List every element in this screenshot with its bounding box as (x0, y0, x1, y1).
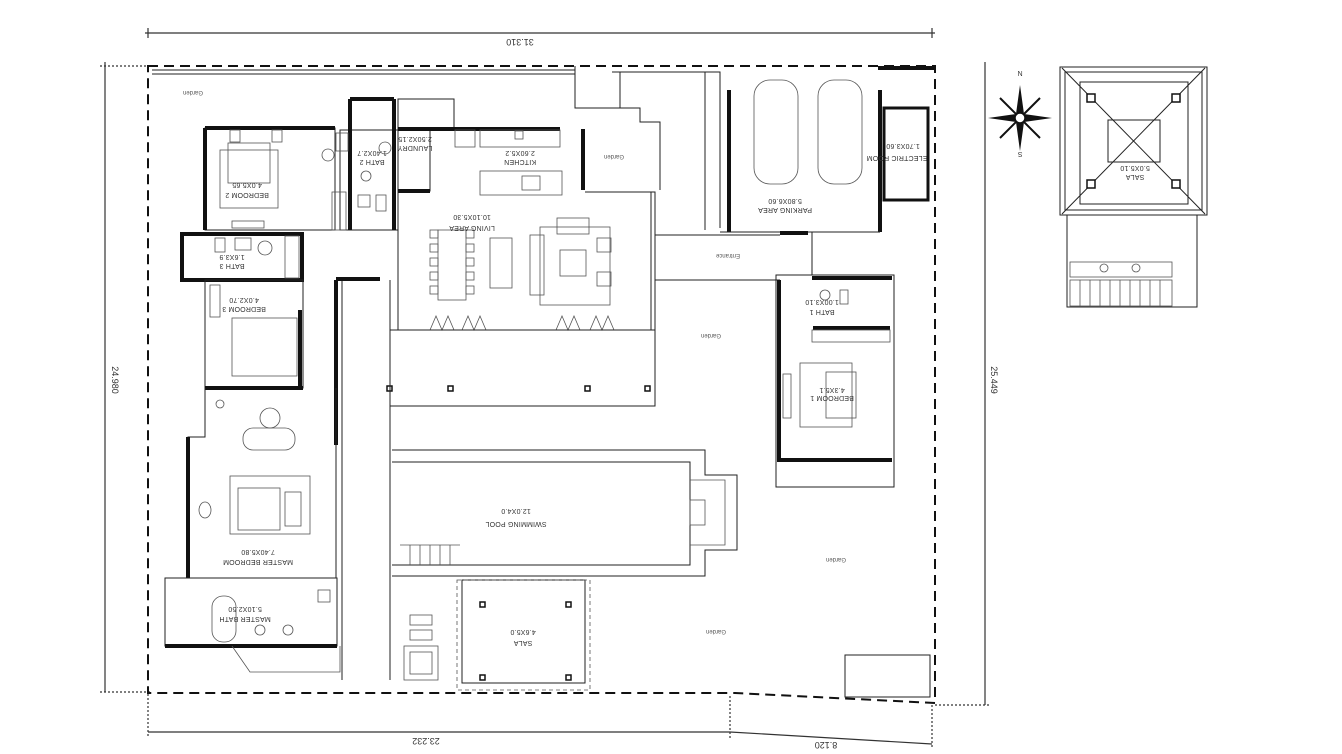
terrace (386, 329, 656, 407)
bath-2 (321, 97, 399, 231)
room-labels: BEDROOM 2 4.0X5.65 BATH 2 1.40X2.7 LAUND… (183, 89, 1150, 646)
label-bedroom-3: BEDROOM 3 (222, 305, 266, 312)
label-bedroom-3-size: 4.0X2.70 (229, 296, 259, 303)
label-garden: Garden (183, 89, 203, 95)
label-bedroom-2-size: 4.0X5.65 (232, 181, 262, 188)
bedroom-3 (204, 279, 304, 390)
label-bath-3-size: 1.6X3.9 (219, 253, 245, 260)
property-boundary (147, 65, 936, 705)
label-bedroom-2: BEDROOM 2 (225, 191, 269, 198)
label-bath-3: BATH 3 (219, 262, 244, 269)
label-kitchen: KITCHEN (504, 158, 536, 165)
label-pool: SWIMMING POOL (485, 520, 546, 527)
label-living: LIVING AREA (449, 224, 495, 231)
master-bedroom (186, 388, 337, 579)
label-garden: Garden (604, 153, 624, 159)
label-master-bedroom: MASTER BEDROOM (223, 558, 293, 565)
garden-walls (152, 66, 721, 230)
label-laundry-size: 2.50X2.15 (398, 135, 432, 142)
label-living-size: 10.10X5.30 (453, 213, 491, 220)
entrance (655, 232, 813, 281)
bedroom-1 (775, 274, 895, 488)
label-bath-2-size: 1.40X2.7 (357, 149, 387, 156)
label-sala-top-size: 5.0X5.10 (1120, 164, 1150, 171)
car-icon (817, 79, 863, 185)
label-garden: Garden (706, 628, 726, 634)
label-bath-1: BATH 1 (809, 308, 834, 315)
corridor (334, 277, 391, 680)
dimension-top: 31.310 (506, 37, 534, 47)
label-parking-size: 5.80X6.60 (768, 197, 802, 204)
label-sala-bottom: SALA (514, 639, 533, 646)
label-laundry: LAUNDRY (398, 144, 433, 151)
label-garden: Garden (826, 556, 846, 562)
label-bath-1-size: 1.00X3.10 (805, 298, 839, 305)
compass-rose-icon (988, 85, 1052, 151)
dimension-lines (100, 28, 990, 748)
bedroom-2 (203, 126, 336, 231)
car-icon (753, 79, 799, 185)
dimension-bottom: 23.232 (412, 736, 440, 746)
label-bedroom-1-size: 4.3X5.1 (819, 386, 845, 393)
label-parking: PARKING AREA (758, 206, 812, 213)
label-sala-top: SALA (1126, 173, 1145, 180)
sala-bottom (403, 579, 591, 691)
label-master-bedroom-size: 7.40X5.80 (241, 548, 275, 555)
label-master-bath: MASTER BATH (219, 615, 270, 622)
label-garden: Garden (701, 332, 721, 338)
dimension-left: 24.980 (110, 366, 120, 394)
compass-north: N (1017, 69, 1022, 76)
label-bath-2: BATH 2 (359, 158, 384, 165)
label-electric: ELECTRIC ROOM (867, 154, 928, 161)
dimension-bottom-right: 8.120 (815, 740, 838, 750)
gate (844, 654, 931, 698)
swimming-pool (392, 449, 738, 577)
label-sala-bottom-size: 4.6X5.0 (510, 628, 536, 635)
label-bedroom-1: BEDROOM 1 (810, 394, 854, 401)
label-electric-size: 1.70X3.60 (886, 142, 920, 149)
label-kitchen-size: 2.60X5.2 (505, 149, 535, 156)
dimension-right: 25.449 (989, 366, 999, 394)
master-bath (164, 577, 341, 673)
label-master-bath-size: 5.10X2.50 (228, 605, 262, 612)
label-pool-size: 12.0X4.0 (501, 507, 531, 514)
compass-south: S (1017, 150, 1022, 157)
parking-area (720, 66, 935, 235)
sala-top (1059, 66, 1208, 308)
label-entrance: Entrance (715, 252, 740, 258)
